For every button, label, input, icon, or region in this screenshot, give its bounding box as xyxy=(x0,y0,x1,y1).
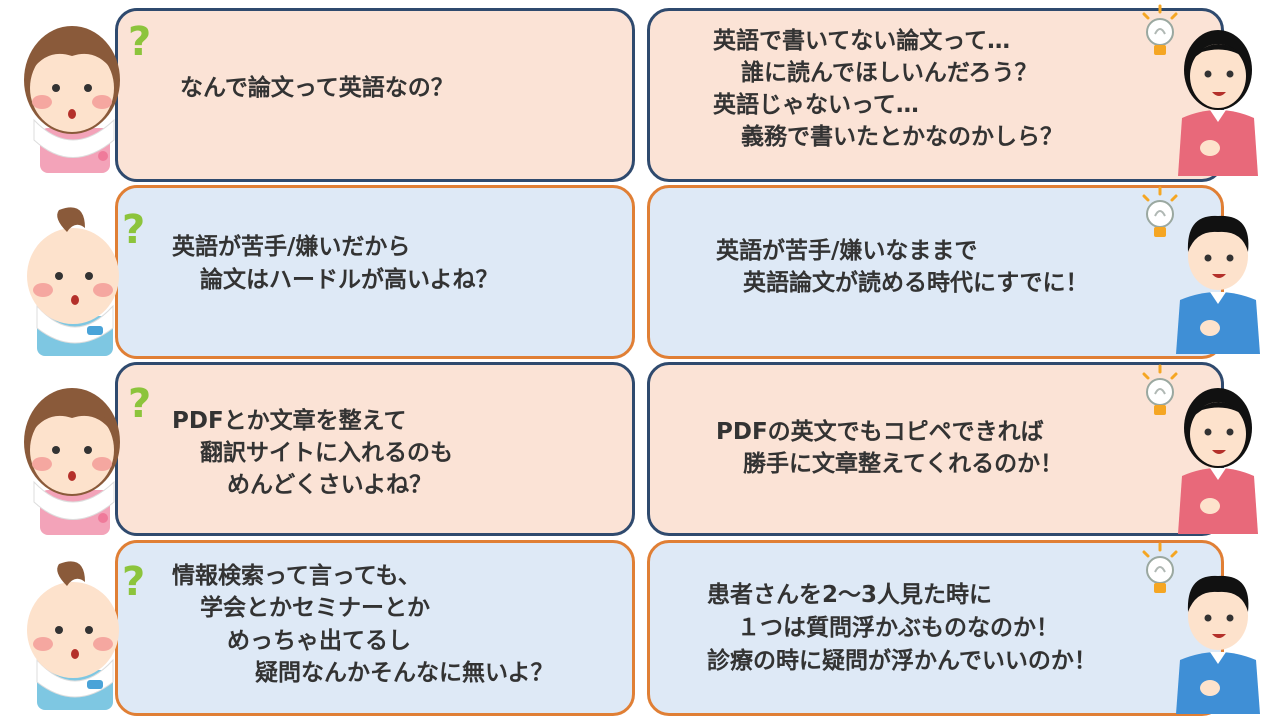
bubble-right-1-line-2: 誰に読んでほしいんだろう？ xyxy=(741,60,1038,86)
bubble-left-4-line-2: 学会とかセミナーとか xyxy=(200,595,430,621)
bubble-right-3-line-1: PDFの英文でもコピペできれば xyxy=(716,419,1044,445)
speech-bubble-left-3 xyxy=(115,362,635,536)
bubble-left-3-line-2: 翻訳サイトに入れるのも xyxy=(200,440,453,466)
bubble-left-3-line-1: PDFとか文章を整えて xyxy=(172,408,407,434)
bubble-right-3-line-2: 勝手に文章整えてくれるのか！ xyxy=(743,451,1064,477)
bubble-right-1-line-3: 英語じゃないって… xyxy=(713,92,919,118)
bubble-left-4-line-4: 疑問なんかそんなに無いよ？ xyxy=(255,660,554,686)
bubble-left-3-line-3: めんどくさいよね？ xyxy=(227,472,433,498)
woman-icon xyxy=(1178,30,1258,176)
baby-girl-icon xyxy=(24,388,120,535)
baby-boy-icon xyxy=(27,207,119,356)
woman-icon xyxy=(1178,388,1258,534)
bubble-left-2-line-2: 論文はハードルが高いよね？ xyxy=(200,267,499,293)
speech-bubble-left-2 xyxy=(115,185,635,359)
man-icon xyxy=(1176,575,1260,714)
lightbulb-icon xyxy=(1142,4,1178,55)
lightbulb-icon xyxy=(1142,364,1178,415)
speech-bubble-right-3 xyxy=(647,362,1224,536)
bubble-left-2-line-1: 英語が苦手/嫌いだから xyxy=(172,234,411,260)
baby-girl-icon xyxy=(24,26,120,173)
speech-bubble-right-1 xyxy=(647,8,1224,182)
bubble-right-4-line-1: 患者さんを2～3人見た時に xyxy=(707,582,993,608)
speech-bubble-right-4 xyxy=(647,540,1224,716)
bubble-right-2-line-2: 英語論文が読める時代にすでに！ xyxy=(743,270,1089,296)
bubble-left-4-line-1: 情報検索って言っても、 xyxy=(172,563,421,589)
lightbulb-icon xyxy=(1142,542,1178,593)
bubble-left-1-line-1: なんで論文って英語なの？ xyxy=(180,75,454,101)
bubble-left-4-line-3: めっちゃ出てるし xyxy=(227,628,411,654)
speech-bubble-right-2 xyxy=(647,185,1224,359)
bubble-right-2-line-1: 英語が苦手/嫌いなままで xyxy=(716,238,978,264)
baby-boy-icon xyxy=(27,561,119,710)
question-mark-icon: ? xyxy=(122,559,146,605)
bubble-right-4-line-2: １つは質問浮かぶものなのか！ xyxy=(737,615,1059,641)
bubble-right-1-line-1: 英語で書いてない論文って… xyxy=(713,28,1011,54)
bubble-right-4-line-3: 診療の時に疑問が浮かんでいいのか！ xyxy=(707,648,1097,674)
question-mark-icon: ? xyxy=(128,19,152,65)
speech-bubble-left-1 xyxy=(115,8,635,182)
bubble-right-1-line-4: 義務で書いたとかなのかしら？ xyxy=(741,124,1063,150)
question-mark-icon: ? xyxy=(128,381,152,427)
question-mark-icon: ? xyxy=(122,207,146,253)
man-icon xyxy=(1176,215,1260,354)
lightbulb-icon xyxy=(1142,186,1178,237)
